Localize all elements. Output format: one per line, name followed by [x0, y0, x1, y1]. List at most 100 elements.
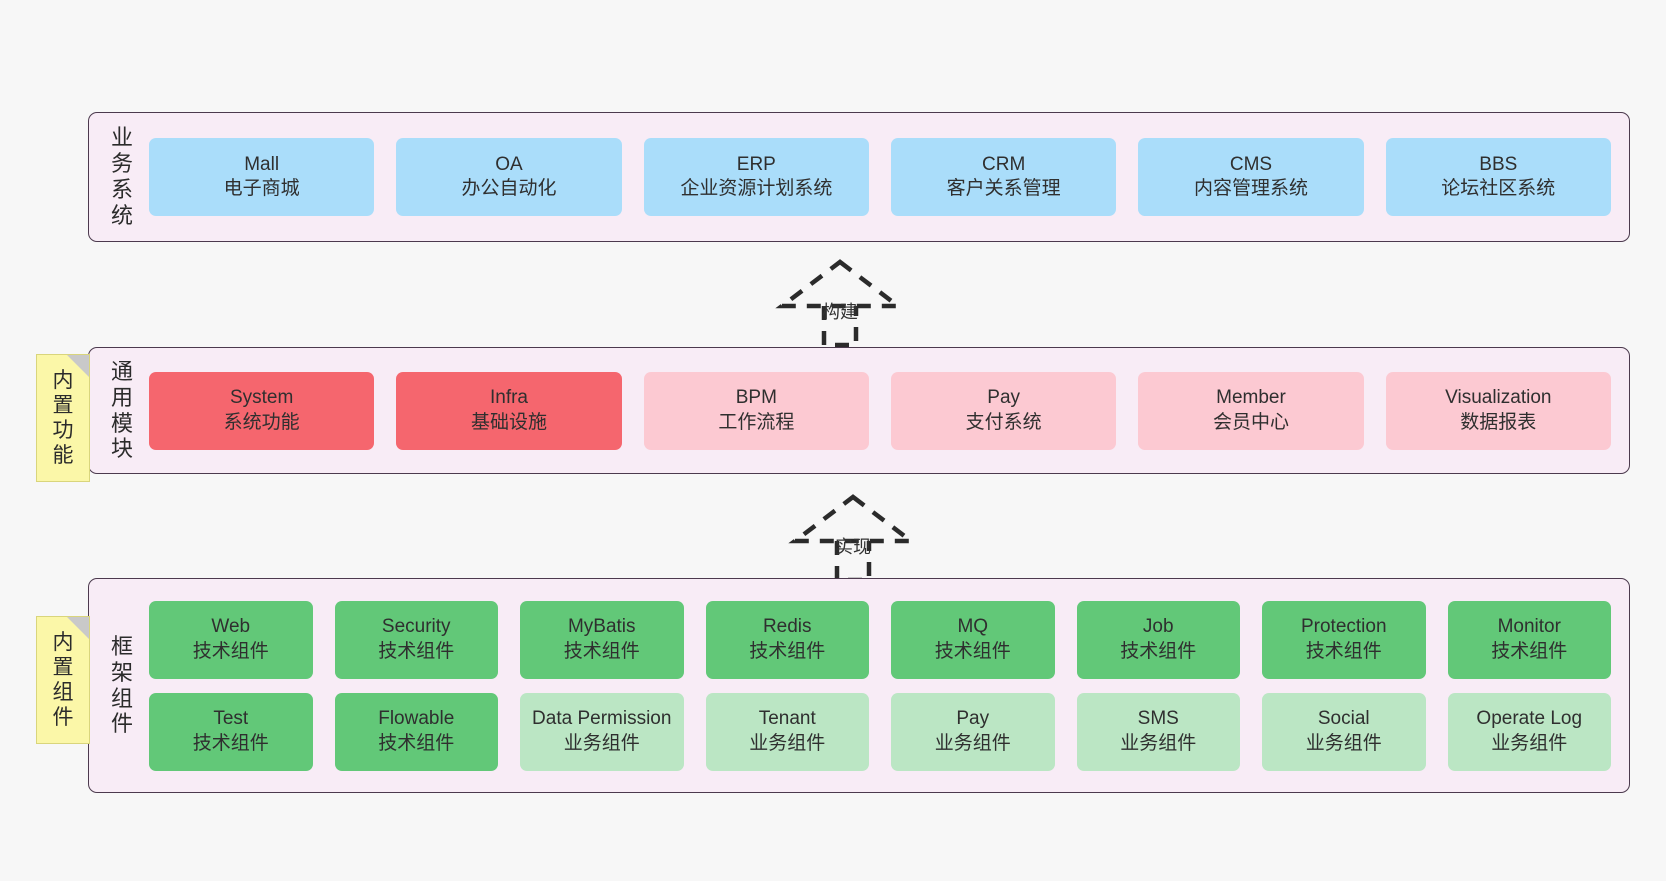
generalization-arrow-icon [775, 259, 905, 347]
card-title: Protection [1300, 616, 1387, 638]
layer-framework-components: 框架组件 Web 技术组件 Security 技术组件 MyBatis 技术组件… [88, 578, 1630, 793]
card-crm[interactable]: CRM 客户关系管理 [890, 138, 1117, 216]
card-title: CMS [1229, 153, 1273, 175]
card-tenant[interactable]: Tenant 业务组件 [705, 692, 869, 771]
card-mq[interactable]: MQ 技术组件 [891, 600, 1055, 679]
card-bpm[interactable]: BPM 工作流程 [643, 371, 869, 450]
card-title: Tenant [758, 708, 816, 730]
card-subtitle: 技术组件 [563, 640, 640, 662]
layer-business-systems: 业务系统 Mall 电子商城 OA 办公自动化 ERP 企业资源计划系统 CRM… [88, 112, 1630, 242]
layer-title-business-systems: 业务系统 [110, 125, 133, 228]
card-erp[interactable]: ERP 企业资源计划系统 [643, 138, 869, 216]
card-subtitle: 会员中心 [1212, 411, 1289, 433]
card-grid-common-modules: System 系统功能 Infra 基础设施 BPM 工作流程 Pay 支付系统… [141, 371, 1629, 450]
card-grid-framework-components: Web 技术组件 Security 技术组件 MyBatis 技术组件 Redi… [141, 600, 1629, 771]
card-operate-log[interactable]: Operate Log 业务组件 [1447, 692, 1611, 771]
card-redis[interactable]: Redis 技术组件 [705, 600, 869, 679]
card-subtitle: 业务组件 [1305, 732, 1382, 754]
card-subtitle: 客户关系管理 [946, 178, 1061, 199]
card-test[interactable]: Test 技术组件 [149, 692, 313, 771]
card-flowable[interactable]: Flowable 技术组件 [334, 692, 498, 771]
card-title: Social [1317, 708, 1370, 730]
card-subtitle: 技术组件 [1305, 640, 1382, 662]
card-subtitle: 技术组件 [378, 732, 455, 754]
card-social[interactable]: Social 业务组件 [1262, 692, 1426, 771]
card-monitor[interactable]: Monitor 技术组件 [1447, 600, 1611, 679]
card-title: MyBatis [567, 616, 636, 638]
card-cms[interactable]: CMS 内容管理系统 [1138, 138, 1364, 216]
layer-common-modules: 通用模块 System 系统功能 Infra 基础设施 BPM 工作流程 Pay… [88, 347, 1630, 474]
card-title: Data Permission [532, 708, 672, 730]
card-title: Member [1216, 387, 1286, 409]
card-title: BBS [1479, 153, 1518, 175]
card-subtitle: 内容管理系统 [1193, 178, 1308, 199]
card-sms[interactable]: SMS 业务组件 [1076, 692, 1240, 771]
card-subtitle: 电子商城 [223, 178, 300, 199]
note-label: 内置组件 [52, 630, 74, 730]
card-row: System 系统功能 Infra 基础设施 BPM 工作流程 Pay 支付系统… [149, 371, 1611, 450]
connector-label-implement: 实现 [835, 537, 871, 557]
card-title: Monitor [1497, 616, 1561, 638]
card-grid-business-systems: Mall 电子商城 OA 办公自动化 ERP 企业资源计划系统 CRM 客户关系… [141, 138, 1629, 216]
card-subtitle: 支付系统 [965, 411, 1042, 433]
note-fold-corner-icon [67, 355, 89, 377]
card-subtitle: 企业资源计划系统 [680, 178, 833, 199]
card-title: ERP [736, 153, 776, 175]
card-row: Test 技术组件 Flowable 技术组件 Data Permission … [149, 692, 1611, 771]
card-row: Mall 电子商城 OA 办公自动化 ERP 企业资源计划系统 CRM 客户关系… [149, 138, 1611, 216]
card-web[interactable]: Web 技术组件 [149, 600, 313, 679]
card-title: Security [381, 616, 451, 638]
card-title: CRM [982, 153, 1026, 175]
card-pay-component[interactable]: Pay 业务组件 [891, 692, 1055, 771]
note-builtin-features: 内置功能 [36, 354, 90, 482]
card-system[interactable]: System 系统功能 [149, 371, 375, 450]
card-subtitle: 技术组件 [192, 640, 269, 662]
card-subtitle: 系统功能 [223, 411, 300, 433]
card-subtitle: 业务组件 [749, 732, 826, 754]
card-security[interactable]: Security 技术组件 [334, 600, 498, 679]
card-subtitle: 技术组件 [749, 640, 826, 662]
card-visualization[interactable]: Visualization 数据报表 [1385, 371, 1611, 450]
card-subtitle: 技术组件 [934, 640, 1011, 662]
card-pay-module[interactable]: Pay 支付系统 [890, 371, 1117, 450]
card-title: Visualization [1445, 387, 1552, 409]
card-infra[interactable]: Infra 基础设施 [396, 371, 622, 450]
card-title: System [229, 387, 294, 409]
connector-build: 构建 [755, 252, 925, 347]
card-oa[interactable]: OA 办公自动化 [396, 138, 622, 216]
connector-label-build: 构建 [822, 302, 858, 322]
card-protection[interactable]: Protection 技术组件 [1262, 600, 1426, 679]
connector-implement: 实现 [768, 487, 938, 582]
card-mall[interactable]: Mall 电子商城 [149, 138, 375, 216]
card-subtitle: 基础设施 [470, 411, 547, 433]
card-title: Flowable [378, 708, 455, 730]
card-subtitle: 技术组件 [378, 640, 455, 662]
card-subtitle: 业务组件 [934, 732, 1011, 754]
note-builtin-components: 内置组件 [36, 616, 90, 744]
card-subtitle: 业务组件 [1120, 732, 1197, 754]
card-title: Pay [956, 708, 990, 730]
card-title: Job [1142, 616, 1174, 638]
card-subtitle: 业务组件 [1491, 732, 1568, 754]
card-bbs[interactable]: BBS 论坛社区系统 [1385, 138, 1611, 216]
card-subtitle: 技术组件 [1491, 640, 1568, 662]
note-label: 内置功能 [52, 368, 74, 468]
card-title: Test [213, 708, 249, 730]
card-subtitle: 办公自动化 [461, 178, 557, 199]
card-title: MQ [957, 616, 989, 638]
card-member[interactable]: Member 会员中心 [1138, 371, 1364, 450]
card-title: Mall [244, 153, 280, 175]
layer-title-common-modules: 通用模块 [110, 358, 133, 462]
card-job[interactable]: Job 技术组件 [1076, 600, 1240, 679]
card-data-permission[interactable]: Data Permission 业务组件 [520, 692, 684, 771]
card-row: Web 技术组件 Security 技术组件 MyBatis 技术组件 Redi… [149, 600, 1611, 679]
card-title: SMS [1137, 708, 1179, 730]
card-mybatis[interactable]: MyBatis 技术组件 [520, 600, 684, 679]
card-subtitle: 技术组件 [1120, 640, 1197, 662]
card-subtitle: 工作流程 [718, 411, 795, 433]
card-subtitle: 数据报表 [1460, 411, 1537, 433]
card-subtitle: 技术组件 [192, 732, 269, 754]
card-title: Pay [987, 387, 1021, 409]
card-title: Infra [489, 387, 528, 409]
